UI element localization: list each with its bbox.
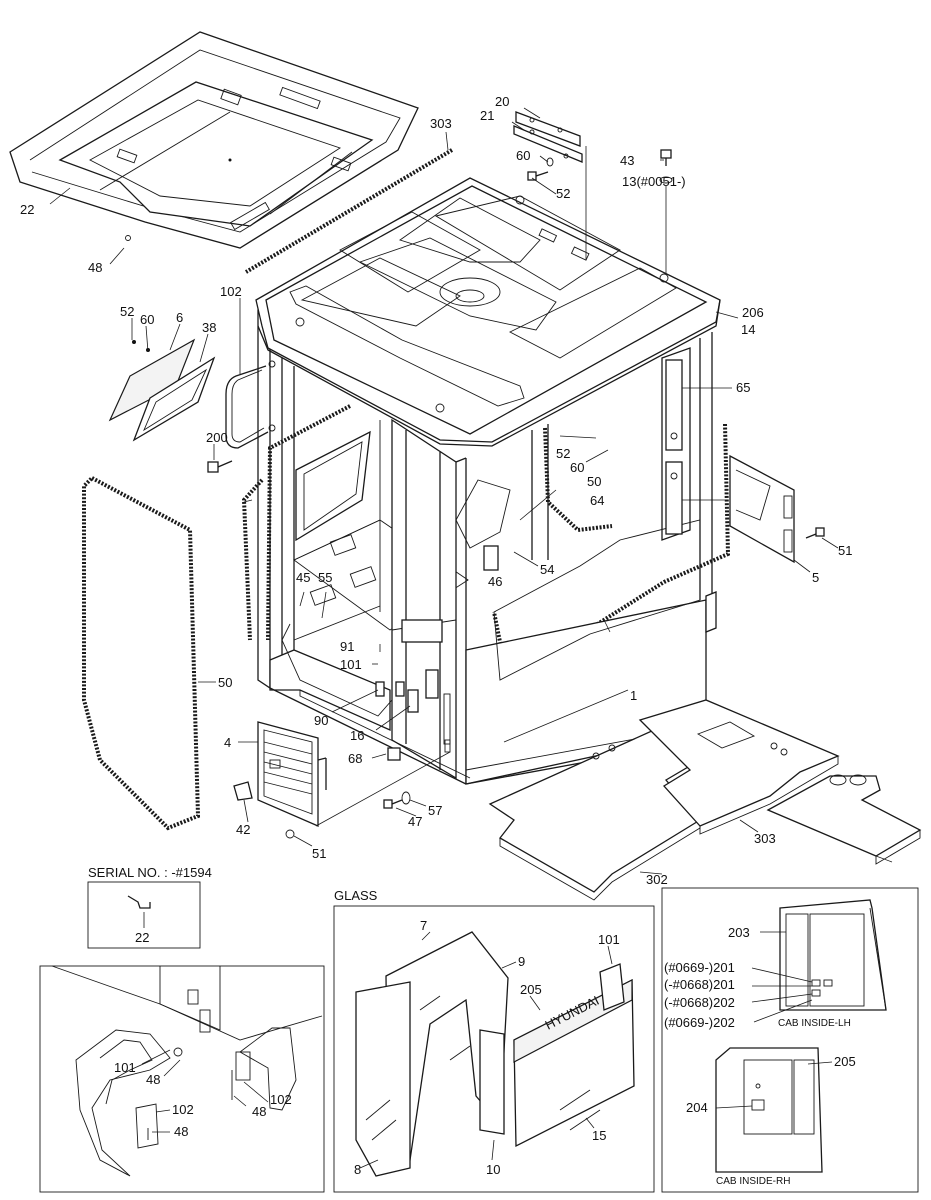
- cab-inside-lh-caption: CAB INSIDE-LH: [778, 1018, 851, 1029]
- callout-21: 38: [202, 320, 216, 335]
- callout-57-mid: 60: [570, 460, 584, 475]
- glass-box-title: GLASS: [334, 888, 378, 903]
- callout-8: 8: [354, 1162, 361, 1177]
- callout-65: 101: [598, 932, 620, 947]
- callout-47-mid: 50: [587, 474, 601, 489]
- callout-210: 206: [742, 305, 764, 320]
- callout-301: 303: [430, 116, 452, 131]
- callout-66-67: 102: [220, 284, 242, 299]
- callout-201-b: (-#0668)201: [664, 977, 735, 992]
- callout-90: 64: [590, 493, 604, 508]
- callout-203: 203: [728, 925, 750, 940]
- callout-57-left: 60: [140, 312, 154, 327]
- callout-22: 42: [236, 822, 250, 837]
- callout-9: 9: [518, 954, 525, 969]
- door-panel-5-drawing: [729, 454, 795, 564]
- callout-47-left: 50: [218, 675, 232, 690]
- cab-inside-rh-caption: CAB INSIDE-RH: [716, 1176, 790, 1187]
- seal-302-upper-drawing: [266, 404, 351, 641]
- callout-202-b: (#0669-)202: [664, 1015, 735, 1030]
- bolt-52-right-drawing: [805, 527, 825, 539]
- floor-mat-208-drawing: [766, 774, 922, 865]
- roof-liner-drawing: [9, 31, 419, 249]
- callout-48-a: 48: [146, 1072, 160, 1087]
- bolt-68-drawing: [207, 460, 233, 473]
- seal-302-drawing: [241, 478, 264, 641]
- callout-38: 43: [620, 153, 634, 168]
- callout-206: 302: [646, 872, 668, 887]
- callout-200: 205: [520, 982, 542, 997]
- callout-55: 57: [428, 803, 442, 818]
- callout-11: 13(#0051-): [622, 174, 686, 189]
- callout-16: 21: [480, 108, 494, 123]
- handrail-drawing: [225, 365, 269, 449]
- bolt-52-lower-drawing: [285, 829, 295, 839]
- callout-201-a: (#0669-)201: [664, 960, 735, 975]
- callout-52-right: 51: [838, 543, 852, 558]
- callout-1: 1: [630, 688, 637, 703]
- callout-50-left: 52: [120, 304, 134, 319]
- cab-inside-box: 203 (#0669-)201 (-#0668)201 (-#0668)202 …: [661, 887, 919, 1193]
- callout-4: 4: [224, 735, 231, 750]
- callout-13: 14: [741, 322, 755, 337]
- callout-52-lower: 51: [312, 846, 326, 861]
- callout-54: 54: [540, 562, 554, 577]
- callout-102-b: 102: [172, 1102, 194, 1117]
- callout-207: 303: [754, 831, 776, 846]
- callout-60: 68: [348, 751, 362, 766]
- side-window-drawing: [108, 338, 216, 442]
- callout-7: 7: [420, 918, 427, 933]
- part-callout-labels: 20 21 60 52 43 13(#0051-) 303 206 14 65 …: [20, 94, 852, 887]
- serial-number-box: SERIAL NO. : -#1594 22: [87, 865, 212, 949]
- callout-68: 200: [206, 430, 228, 445]
- block-60-drawing: [387, 747, 401, 761]
- front-glass-seal-47-drawing: [82, 475, 201, 831]
- callout-51: 55: [318, 570, 332, 585]
- callout-63: 91: [340, 639, 354, 654]
- callout-205: 205: [834, 1054, 856, 1069]
- callout-42: 45: [296, 570, 310, 585]
- callout-62: 90: [314, 713, 328, 728]
- callout-48-b: 48: [252, 1104, 266, 1119]
- callout-202-a: (-#0668)202: [664, 995, 735, 1010]
- callout-43: 46: [488, 574, 502, 589]
- callout-57-top: 60: [516, 148, 530, 163]
- callout-10: 10: [486, 1162, 500, 1177]
- callout-6: 6: [176, 310, 183, 325]
- seal-301-drawing: [244, 148, 454, 274]
- callout-50-mid: 52: [556, 446, 570, 461]
- serial-box-title: SERIAL NO. : -#1594: [88, 865, 212, 880]
- callout-48-c: 48: [174, 1124, 188, 1139]
- callout-46: 48: [88, 260, 102, 275]
- bolt-38-washer-11-drawing: [659, 149, 673, 184]
- cab-body-drawing: [255, 177, 731, 785]
- callout-12: 15: [592, 1128, 606, 1143]
- callout-50-top: 52: [556, 186, 570, 201]
- panel-4-drawing: [233, 721, 327, 827]
- hinge-15-16-drawing: [513, 111, 583, 163]
- bolt-50-57-top-drawing: [527, 157, 554, 181]
- glass-box: GLASS HYUNDAI 7 9 8 10 205 101 15: [333, 888, 655, 1193]
- callout-15: 20: [495, 94, 509, 109]
- callout-64: 101: [340, 657, 362, 672]
- leader-lines: [49, 107, 893, 875]
- callout-20: 22: [20, 202, 34, 217]
- callout-5: 5: [812, 570, 819, 585]
- bracket-detail-box: 101 48 48 102 102 48: [39, 965, 325, 1193]
- callout-102-a: 102: [270, 1092, 292, 1107]
- callout-14: 16: [350, 728, 364, 743]
- bolt-45-55-drawing: [383, 791, 411, 809]
- serial-box-part: 22: [135, 930, 149, 945]
- callout-45: 47: [408, 814, 422, 829]
- callout-101: 101: [114, 1060, 136, 1075]
- callout-204: 204: [686, 1100, 708, 1115]
- floor-mat-207-drawing: [638, 699, 840, 835]
- callout-91: 65: [736, 380, 750, 395]
